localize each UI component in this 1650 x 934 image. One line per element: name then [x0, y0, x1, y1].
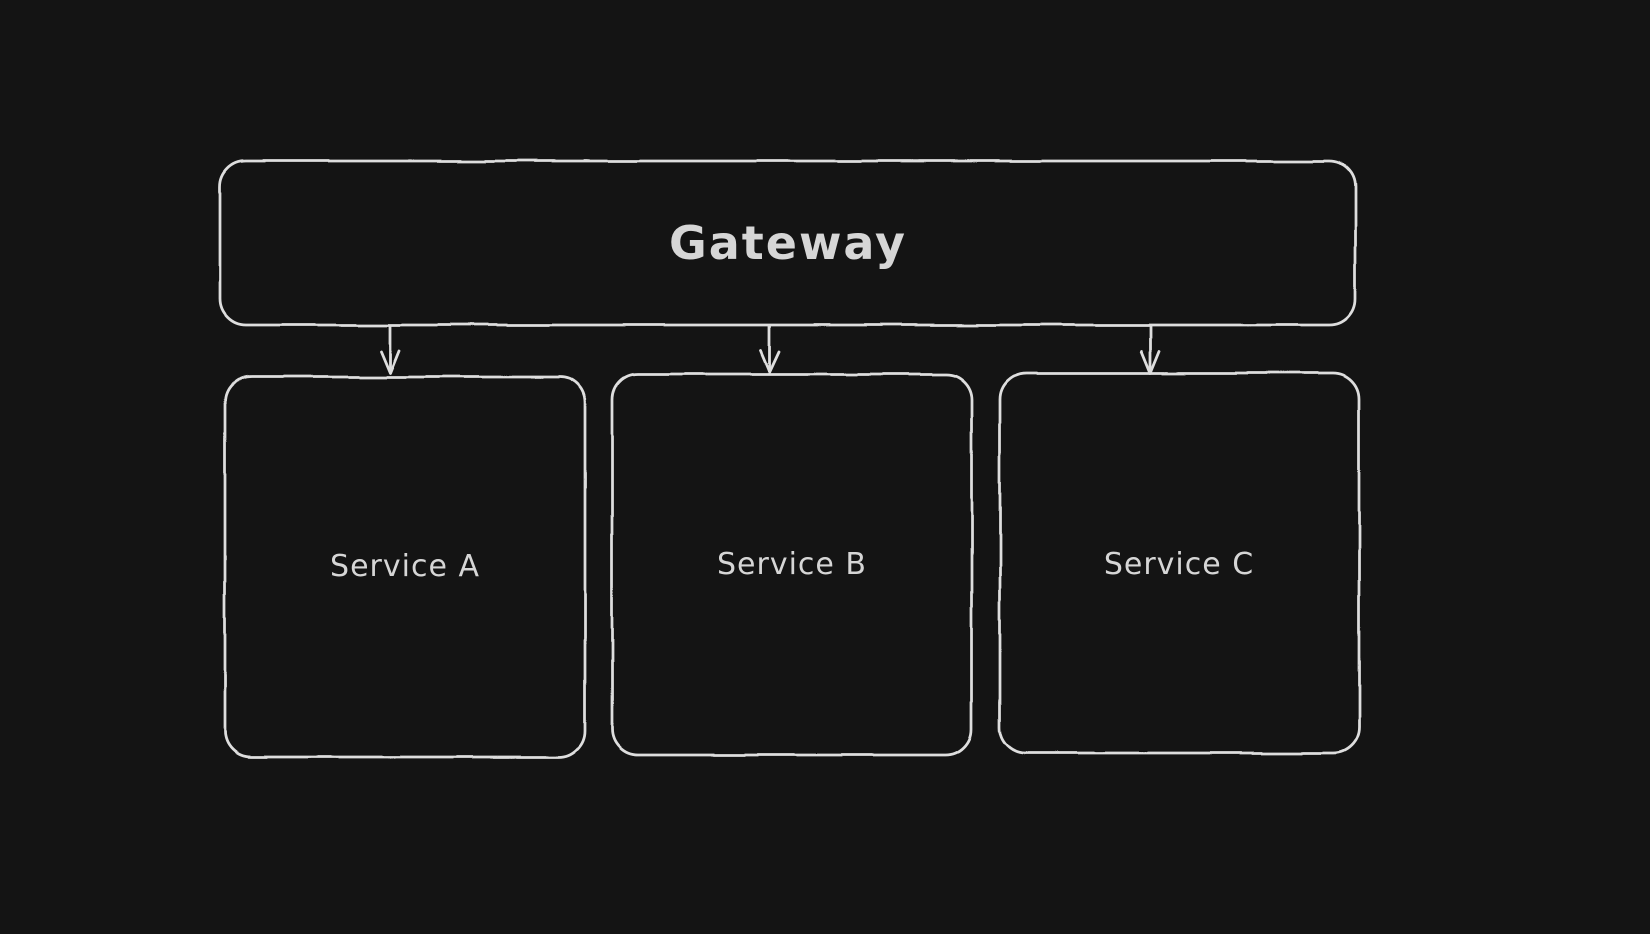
edge-gateway-service-c[interactable]	[1140, 324, 1162, 375]
diagram-shapes	[218, 159, 1361, 759]
edge-gateway-service-b[interactable]	[758, 324, 780, 374]
service-b-label: Service B	[717, 547, 867, 582]
service-a-label: Service A	[330, 549, 480, 584]
service-c-node[interactable]	[998, 371, 1361, 755]
arrowhead-down-icon	[379, 349, 401, 375]
gateway-label: Gateway	[669, 216, 907, 270]
arrowhead-down-icon	[1140, 349, 1162, 375]
edge-gateway-service-a[interactable]	[379, 324, 401, 375]
service-b-node[interactable]	[610, 372, 974, 757]
service-a-node[interactable]	[223, 375, 587, 759]
arrowhead-down-icon	[758, 349, 780, 374]
gateway-node[interactable]	[218, 159, 1357, 327]
service-c-label: Service C	[1104, 547, 1254, 582]
